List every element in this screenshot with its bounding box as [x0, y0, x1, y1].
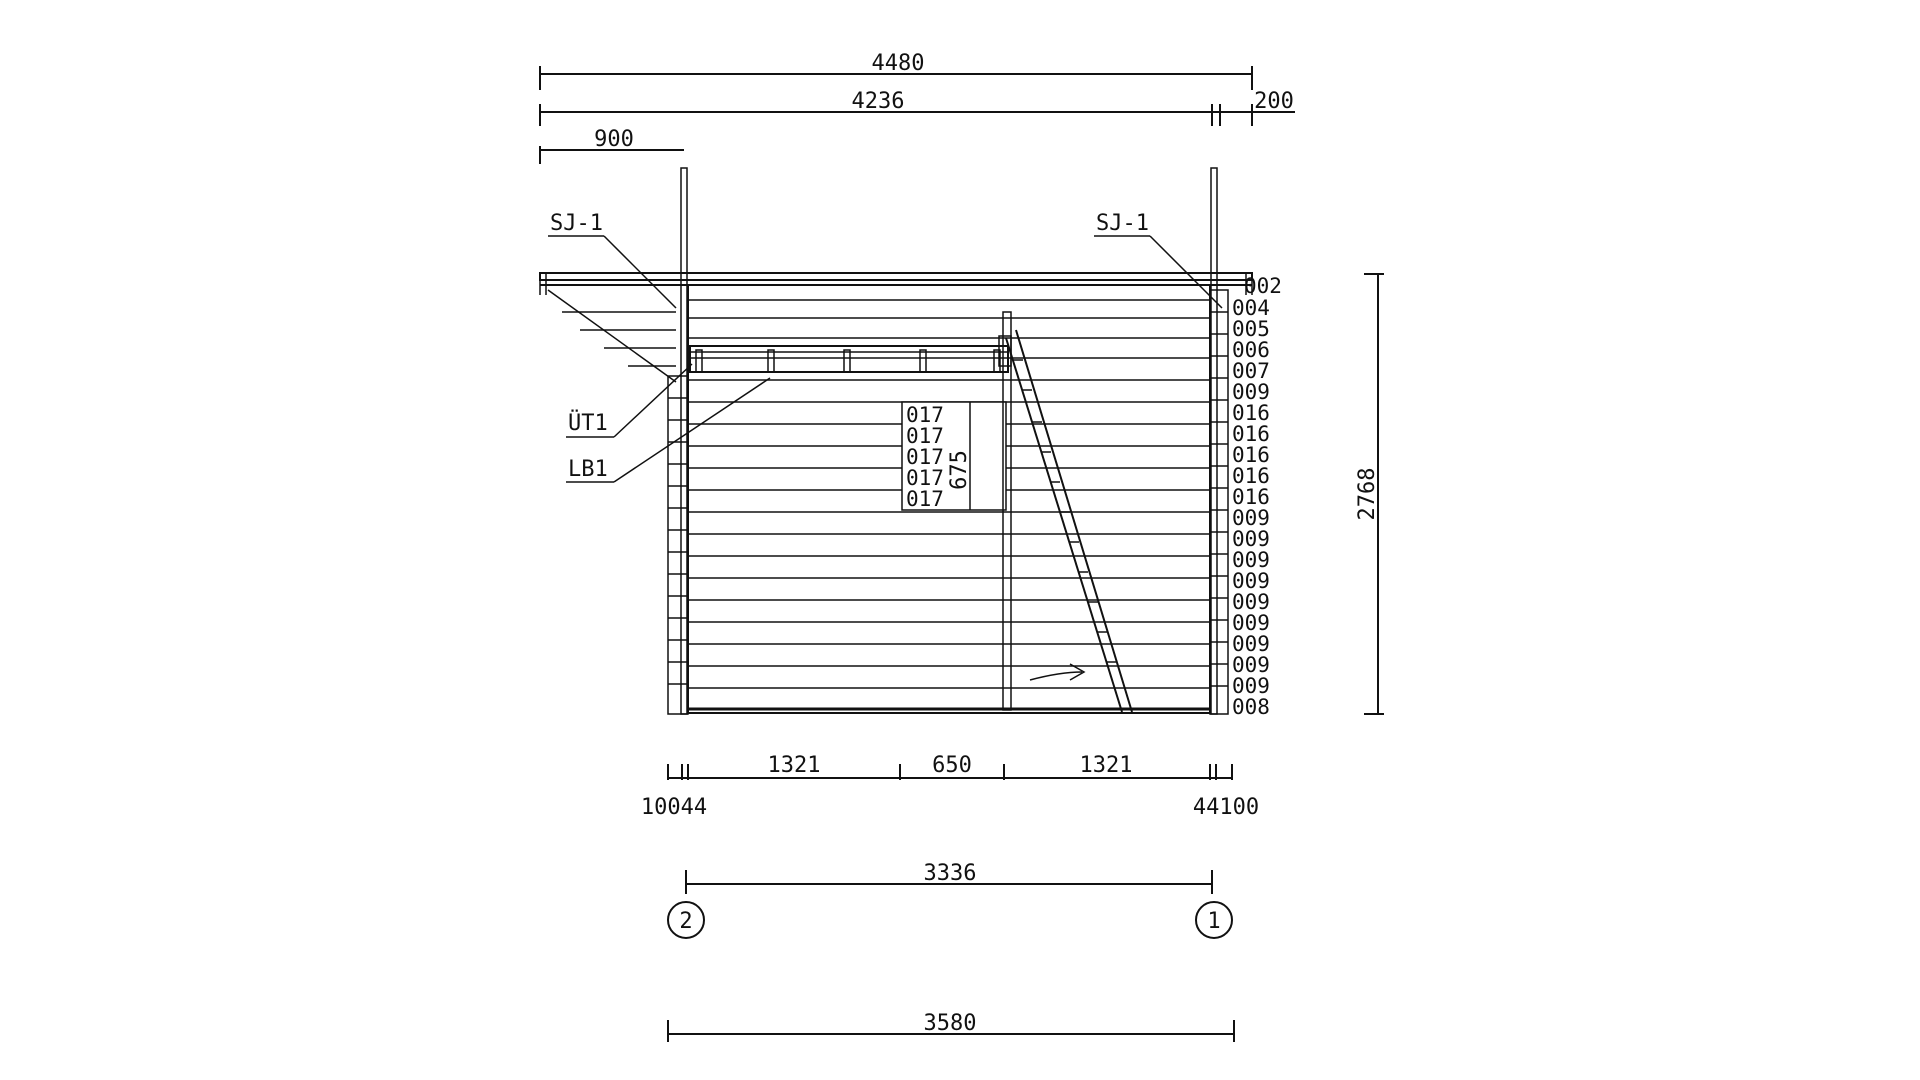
- log-ends-left: [667, 375, 689, 715]
- dim-overall-width-label: 4480: [872, 51, 925, 76]
- label-ut1: ÜT1: [566, 363, 693, 438]
- dim-door-width-label: 650: [932, 753, 972, 778]
- dim-overhang-right-label: 200: [1254, 89, 1294, 114]
- dim-panel-left-label: 1321: [768, 753, 821, 778]
- log-code: 009: [1232, 506, 1270, 530]
- log-code: 016: [1232, 485, 1270, 509]
- log-code: 005: [1232, 317, 1270, 341]
- label-lb1: LB1: [566, 377, 771, 483]
- right-log-codes: 002 004 005 006 007 009 016 016 016 016 …: [1232, 274, 1282, 719]
- log-code: 008: [1232, 695, 1270, 719]
- dimension-bottom-segments: 1321 650 1321 10044 44100: [641, 753, 1259, 820]
- dim-base-width-label: 3580: [924, 1011, 977, 1036]
- log-code: 009: [1232, 569, 1270, 593]
- log-code: 004: [1232, 296, 1270, 320]
- log-code: 002: [1244, 274, 1282, 298]
- window-code: 017: [906, 403, 944, 427]
- door-swing-arrow: [1029, 663, 1086, 681]
- axis-left-label: 2: [679, 909, 692, 934]
- log-code: 009: [1232, 527, 1270, 551]
- dim-panel-right-label: 1321: [1080, 753, 1133, 778]
- log-code: 009: [1232, 632, 1270, 656]
- loft-beam: [689, 345, 1009, 373]
- post-left: [680, 167, 688, 715]
- log-code: 016: [1232, 401, 1270, 425]
- window-log-codes: 017 017 017 017 017 675: [906, 403, 972, 511]
- dim-axis-distance-label: 3336: [924, 861, 977, 886]
- post-right: [1210, 167, 1218, 715]
- ut1-text: ÜT1: [568, 410, 608, 436]
- dim-wall-span-label: 4236: [852, 89, 905, 114]
- log-code: 009: [1232, 380, 1270, 404]
- axis-marker-right: 1: [1195, 901, 1233, 939]
- dimension-overhang-left: 900: [539, 127, 684, 164]
- ladder: [1005, 329, 1133, 713]
- window-code: 017: [906, 487, 944, 511]
- window-code: 017: [906, 466, 944, 490]
- sj-left-text: SJ-1: [550, 211, 603, 236]
- lb1-text: LB1: [568, 457, 608, 482]
- dim-edge-left-label: 10044: [641, 795, 707, 820]
- dimension-base-width: 3580: [667, 1011, 1235, 1042]
- window-code: 017: [906, 445, 944, 469]
- dim-height-label: 2768: [1355, 468, 1380, 521]
- log-code: 007: [1232, 359, 1270, 383]
- dimension-overall-width: 4480: [539, 51, 1253, 90]
- log-code: 016: [1232, 443, 1270, 467]
- log-code: 009: [1232, 611, 1270, 635]
- dimension-height: 2768: [1355, 273, 1384, 715]
- window-height-label: 675: [947, 450, 972, 490]
- dimension-axis-distance: 3336: [685, 861, 1213, 894]
- axis-marker-left: 2: [667, 901, 705, 939]
- log-code: 016: [1232, 422, 1270, 446]
- dim-overhang-left-label: 900: [594, 127, 634, 152]
- dimension-wall-span: 4236 200: [539, 89, 1295, 126]
- axis-right-label: 1: [1207, 909, 1220, 934]
- log-code: 016: [1232, 464, 1270, 488]
- log-ends-right: [1209, 289, 1229, 715]
- roof: [539, 272, 1253, 383]
- log-code: 009: [1232, 674, 1270, 698]
- log-code: 009: [1232, 548, 1270, 572]
- window-code: 017: [906, 424, 944, 448]
- dim-edge-right-label: 44100: [1193, 795, 1259, 820]
- label-sj-right: SJ-1: [1094, 211, 1223, 309]
- log-code: 006: [1232, 338, 1270, 362]
- log-code: 009: [1232, 590, 1270, 614]
- window-opening: [901, 401, 1007, 511]
- log-code: 009: [1232, 653, 1270, 677]
- label-sj-left: SJ-1: [548, 211, 677, 309]
- sj-right-text: SJ-1: [1096, 211, 1149, 236]
